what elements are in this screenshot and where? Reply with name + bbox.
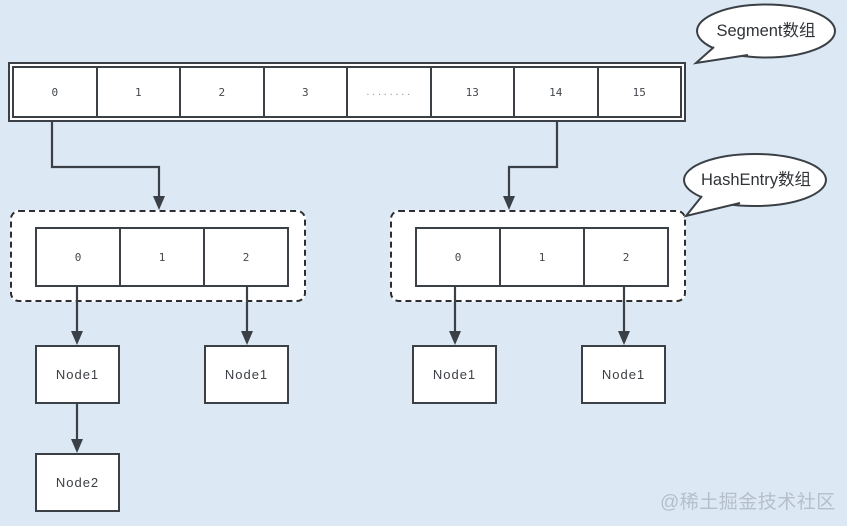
arrowhead	[153, 196, 165, 210]
hashentry-container-right: 0 1 2	[390, 210, 686, 302]
segment-cell-1: 1	[95, 66, 181, 118]
connector-segment14-to-hashentry2	[507, 121, 559, 197]
watermark-text: @稀土掘金技术社区	[660, 492, 836, 513]
segment-cell-2: 2	[179, 66, 265, 118]
segment-bubble-label: Segment数组	[716, 22, 816, 40]
node-box-left-bucket0-node1: Node1	[35, 345, 120, 404]
hashentry-right-cell-1: 1	[499, 227, 585, 287]
node-box-left-bucket0-node2: Node2	[35, 453, 120, 512]
segment-cell-3: 3	[262, 66, 348, 118]
connector-segment0-to-hashentry1	[50, 121, 161, 197]
node-box-right-bucket2-node1: Node1	[581, 345, 666, 404]
hashentry-left-cell-0: 0	[35, 227, 121, 287]
segment-cell-15: 15	[596, 66, 682, 118]
node-box-right-bucket0-node1: Node1	[412, 345, 497, 404]
hashentry-bubble-label: HashEntry数组	[700, 171, 812, 189]
hashentry-right-cell-2: 2	[583, 227, 669, 287]
hashentry-container-left: 0 1 2	[10, 210, 306, 302]
hashentry-right-cell-0: 0	[415, 227, 501, 287]
arrowhead	[618, 331, 630, 345]
arrowhead	[241, 331, 253, 345]
segment-cell-13: 13	[429, 66, 515, 118]
hashentry-left-cell-1: 1	[119, 227, 205, 287]
arrowhead	[503, 196, 515, 210]
hashentry-left-cell-2: 2	[203, 227, 289, 287]
segment-cell-ellipsis: ........	[346, 66, 432, 118]
segment-array: 0 1 2 3 ........ 13 14 15	[8, 62, 686, 122]
segment-cell-14: 14	[513, 66, 599, 118]
hashentry-array-left: 0 1 2	[35, 227, 289, 287]
arrowhead	[71, 439, 83, 453]
node-box-left-bucket2-node1: Node1	[204, 345, 289, 404]
hashentry-array-right: 0 1 2	[415, 227, 669, 287]
arrowhead	[71, 331, 83, 345]
segment-cell-0: 0	[12, 66, 98, 118]
arrowhead	[449, 331, 461, 345]
